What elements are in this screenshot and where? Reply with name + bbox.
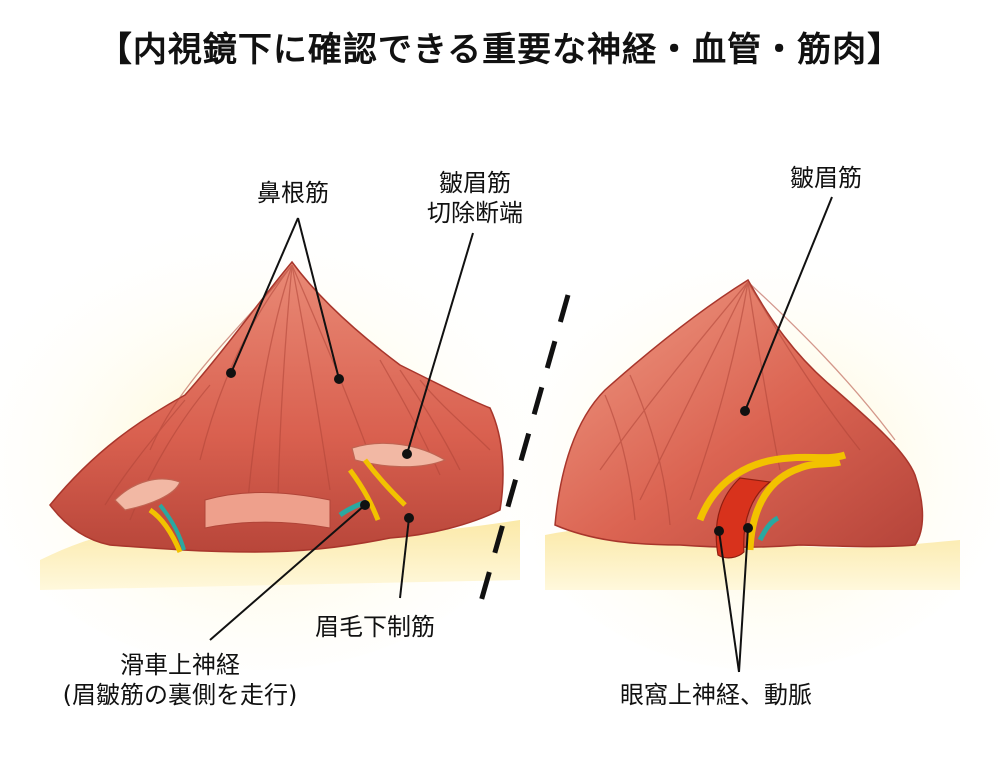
label-corrugator-cut-line1: 皺眉筋: [439, 169, 511, 197]
dot-depressor: [404, 513, 414, 523]
left-central-band: [204, 492, 331, 529]
left-stump-right: [351, 442, 447, 468]
leader-supraorbital-a: [718, 530, 740, 673]
left-nerve-c: [363, 458, 407, 507]
leader-depressor: [399, 517, 410, 599]
left-vessel-a: [158, 503, 186, 551]
label-corrugator-cut-line2: 切除断端: [427, 199, 523, 227]
dot-corrugator-cut: [402, 449, 412, 459]
right-muscle-fibers: [599, 281, 896, 526]
dot-procerus-b: [334, 374, 344, 384]
dot-supratrochlear: [360, 500, 370, 510]
dot-procerus-a: [226, 368, 236, 378]
label-corrugator-cut: 皺眉筋 切除断端: [405, 168, 545, 228]
left-muscle-fibers: [104, 264, 491, 521]
dot-supraorbital-a: [714, 526, 724, 536]
right-artery: [715, 477, 772, 559]
diagram-title: 【内視鏡下に確認できる重要な神経・血管・筋肉】: [97, 30, 903, 70]
right-vessel: [757, 515, 780, 542]
leader-dots: [226, 368, 753, 536]
leader-supraorbital-b: [738, 527, 749, 673]
leader-corrugator-cut: [406, 232, 474, 455]
label-supratrochlear-line2: (眉皺筋の裏側を走行): [62, 681, 298, 709]
label-corrugator-right: 皺眉筋: [790, 164, 862, 192]
left-stump-left: [114, 478, 181, 511]
leader-procerus-b: [297, 217, 340, 380]
left-nerve-b: [347, 468, 381, 521]
right-nerve-b: [746, 458, 842, 551]
left-illustration: [40, 260, 520, 590]
leader-lines: [209, 196, 833, 673]
right-nerve-a: [696, 451, 847, 522]
label-depressor: 眉毛下制筋: [315, 613, 435, 641]
label-supratrochlear-line1: 滑車上神経: [120, 651, 240, 679]
divider-dashed-line: [477, 294, 571, 606]
dot-supraorbital-b: [743, 523, 753, 533]
right-illustration: [545, 278, 960, 590]
leader-supratrochlear: [209, 504, 366, 641]
leader-procerus-a: [230, 217, 299, 374]
dot-corrugator-right: [740, 406, 750, 416]
label-supratrochlear: 滑車上神経 (眉皺筋の裏側を走行): [15, 650, 345, 710]
label-procerus: 鼻根筋: [257, 179, 329, 207]
label-supraorbital: 眼窩上神経、動脈: [620, 681, 812, 709]
left-nerve-a: [148, 507, 183, 553]
leader-corrugator-right: [744, 196, 833, 412]
